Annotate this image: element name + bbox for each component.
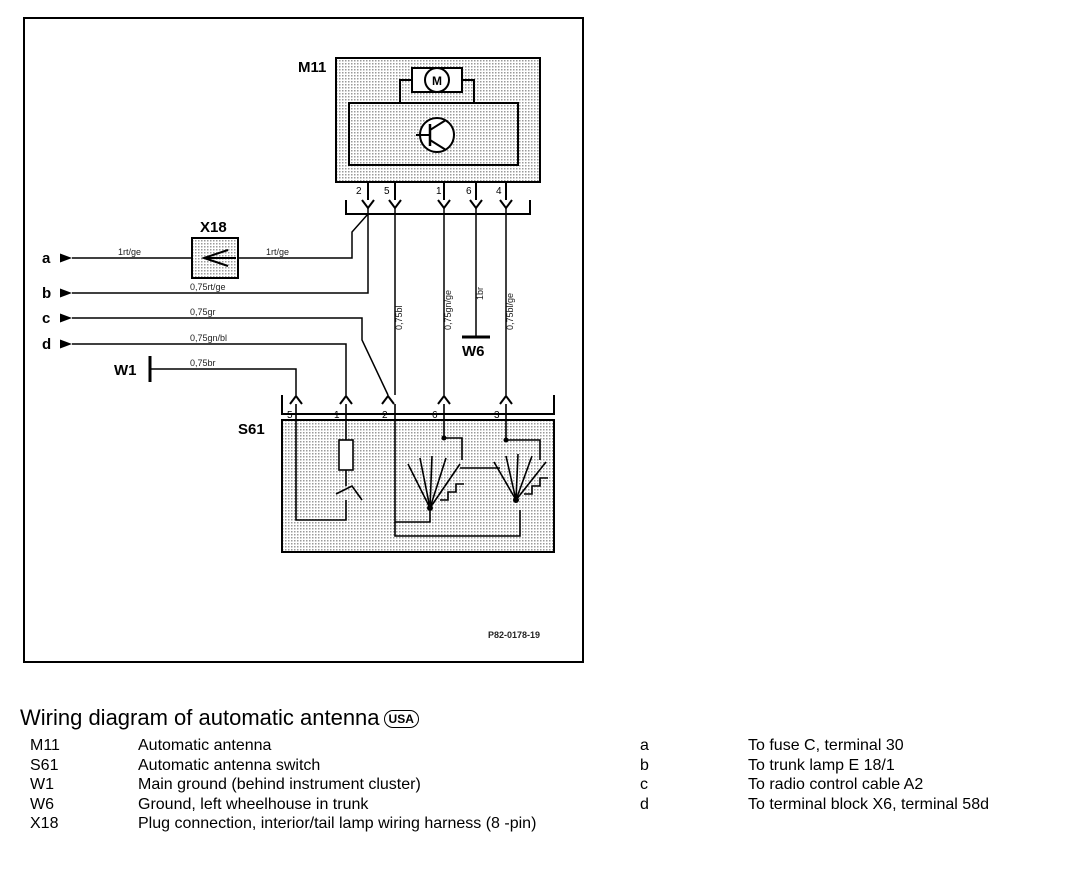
legend-code: W1	[30, 776, 54, 793]
legend-code: W6	[30, 795, 54, 813]
legend-desc: Plug connection, interior/tail lamp wiri…	[138, 815, 537, 832]
legend-row: X18 Plug connection, interior/tail lamp w…	[30, 814, 600, 834]
m11-pin: 6	[466, 186, 472, 197]
legend-code: c	[640, 776, 648, 793]
wire-code: 0,75bl/ge	[505, 293, 515, 330]
wire-code: 0,75gn/ge	[443, 290, 453, 330]
wire-code: 0,75gn/bl	[190, 333, 227, 343]
legend-desc: To fuse C, terminal 30	[748, 737, 904, 754]
m11-pin: 1	[436, 186, 442, 197]
legend-row: M11 Automatic antenna	[30, 736, 600, 756]
s61-pin: 1	[334, 410, 340, 421]
connection-label-a: a	[42, 250, 51, 267]
s61-label: S61	[238, 421, 265, 438]
legend-code: S61	[30, 756, 59, 774]
legend-desc: To trunk lamp E 18/1	[748, 756, 895, 774]
w6-label: W6	[462, 343, 485, 360]
usa-badge: USA	[383, 710, 419, 729]
m11-pin: 2	[356, 186, 362, 197]
x18-plug-connection: X18	[191, 219, 239, 279]
legend-desc: Main ground (behind instrument cluster)	[138, 776, 421, 793]
connection-label-d: d	[42, 336, 51, 353]
legend-components: M11 Automatic antenna S61 Automatic antenn…	[30, 736, 600, 834]
m11-pin: 4	[496, 186, 502, 197]
legend-row: c To radio control cable A2	[640, 775, 1080, 795]
m11-label: M11	[298, 59, 326, 76]
figure-reference: P82-0178-19	[488, 630, 540, 640]
s61-pin: 6	[432, 410, 438, 421]
diagram-frame	[23, 17, 584, 663]
transistor-icon	[416, 117, 455, 153]
wire-d	[60, 339, 347, 395]
legend-code: b	[640, 756, 649, 774]
s61-connector	[281, 394, 555, 415]
connection-label-c: c	[42, 310, 50, 327]
wire-code: 0,75bl	[394, 305, 404, 330]
wire-c	[60, 313, 389, 396]
legend-desc: Automatic antenna switch	[138, 756, 321, 774]
legend-row: S61 Automatic antenna switch	[30, 756, 600, 776]
s61-antenna-switch: S61	[238, 404, 555, 553]
wire-code: 0,75rt/ge	[190, 282, 226, 292]
legend-code: a	[640, 737, 649, 754]
legend-desc: To radio control cable A2	[748, 776, 924, 793]
legend-code: d	[640, 795, 649, 813]
legend-code: M11	[30, 737, 60, 754]
caption-title-text: Wiring diagram of automatic antenna	[20, 705, 380, 730]
legend-connections: a To fuse C, terminal 30 b To trunk lamp E…	[640, 736, 1080, 814]
legend-row: b To trunk lamp E 18/1	[640, 756, 1080, 776]
wire-w1	[150, 368, 297, 395]
x18-label: X18	[200, 219, 227, 236]
legend-row: d To terminal block X6, terminal 58d	[640, 795, 1080, 815]
legend-row: a To fuse C, terminal 30	[640, 736, 1080, 756]
m11-pin: 5	[384, 186, 390, 197]
wire-code: 1br	[475, 287, 485, 300]
motor-icon: M	[399, 67, 475, 103]
legend-desc: To terminal block X6, terminal 58d	[748, 795, 989, 813]
legend-code: X18	[30, 815, 59, 832]
wire-pin2-a	[318, 208, 369, 259]
legend-row: W1 Main ground (behind instrument cluster…	[30, 775, 600, 795]
s61-pin: 3	[494, 410, 500, 421]
wire-code: 1rt/ge	[118, 247, 141, 257]
svg-text:M: M	[432, 74, 442, 88]
wire-code: 0,75gr	[190, 307, 216, 317]
s61-pin: 2	[382, 410, 388, 421]
legend-desc: Automatic antenna	[138, 737, 272, 754]
s61-pin: 5	[287, 410, 293, 421]
wiring-diagram: M M11 2 5 1 6 4	[23, 17, 584, 663]
wire-pin2-b	[240, 214, 369, 294]
wire-code: 1rt/ge	[266, 247, 289, 257]
wire-code: 0,75br	[190, 358, 216, 368]
legend-row: W6 Ground, left wheelhouse in trunk	[30, 795, 600, 815]
legend-desc: Ground, left wheelhouse in trunk	[138, 795, 369, 813]
w1-label: W1	[114, 362, 137, 379]
connection-label-b: b	[42, 285, 51, 302]
m11-automatic-antenna: M M11 2 5 1 6 4	[298, 57, 541, 197]
